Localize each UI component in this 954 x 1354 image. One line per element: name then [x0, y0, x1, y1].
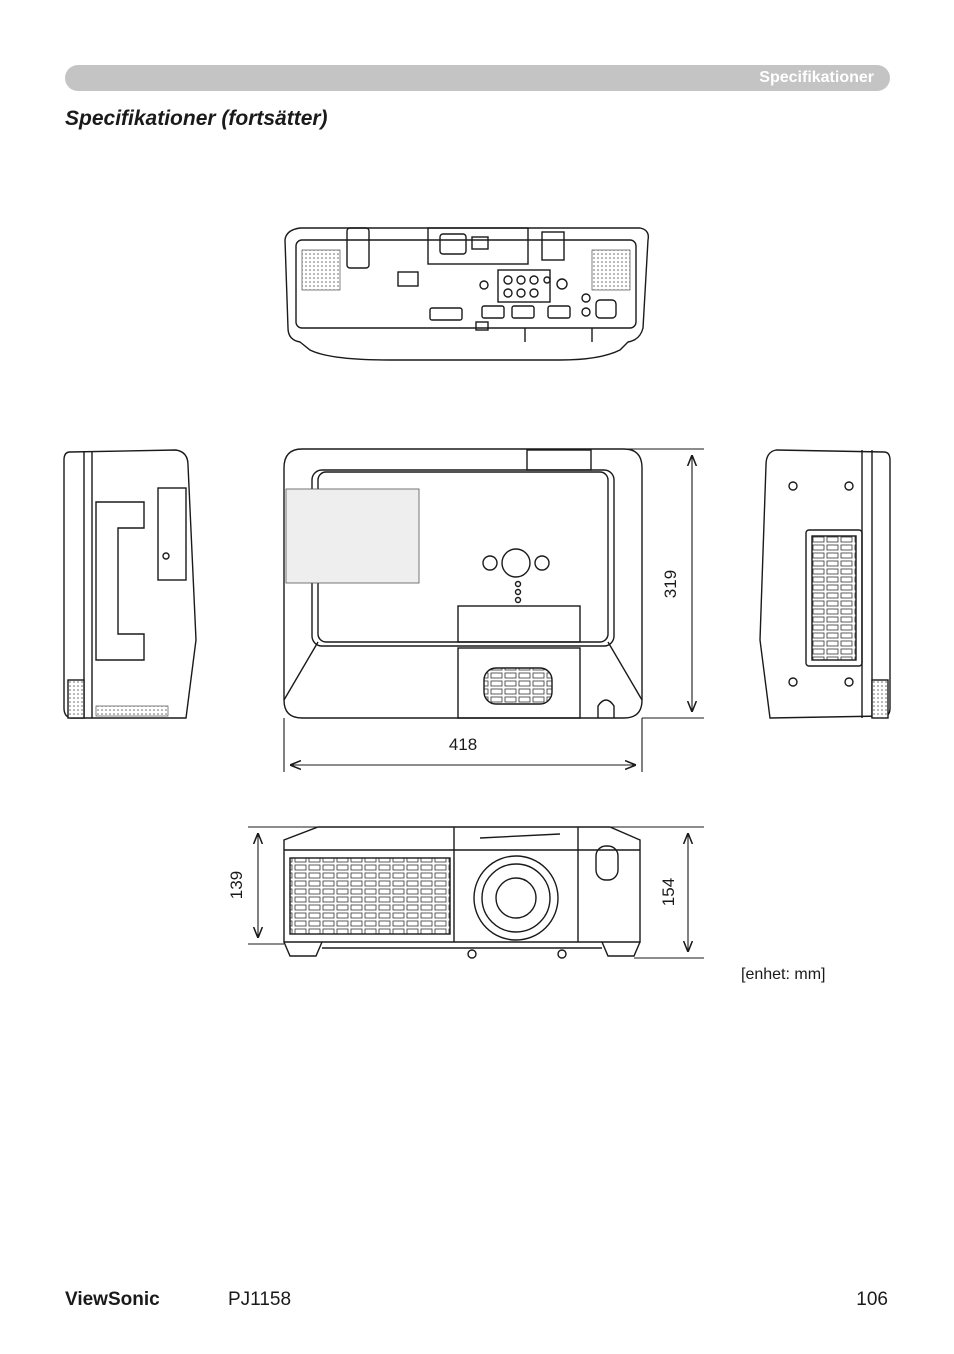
right-side-view [759, 449, 891, 719]
left-side-view [63, 449, 197, 719]
dimension-depth-label: 319 [661, 570, 680, 598]
dimension-total-height-label: 154 [659, 878, 678, 906]
section-label: Specifikationer [759, 69, 874, 86]
unit-note: [enhet: mm] [741, 966, 826, 983]
dimension-width-label: 418 [449, 735, 477, 754]
footer-brand: ViewSonic [65, 1289, 160, 1310]
top-view [283, 448, 643, 719]
footer-model: PJ1158 [228, 1289, 292, 1310]
dimension-lines [248, 448, 704, 959]
header-bar: Specifikationer [65, 65, 890, 91]
dimension-front-height-label: 139 [227, 871, 246, 899]
page-title: Specifikationer (fortsätter) [65, 107, 328, 130]
rear-view [284, 227, 650, 361]
page-number: 106 [856, 1289, 888, 1310]
front-view [283, 826, 641, 959]
